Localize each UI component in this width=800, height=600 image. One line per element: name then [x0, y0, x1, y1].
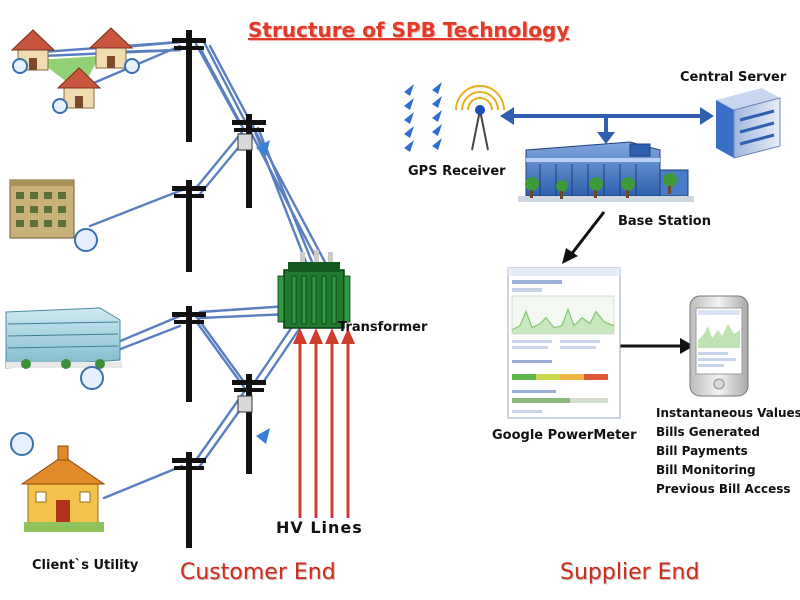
black-arrows: [562, 211, 694, 354]
hv-lines: [293, 328, 355, 518]
house-3: [56, 67, 102, 109]
central-server: [716, 88, 781, 159]
label-hv-lines: HV Lines: [276, 518, 363, 537]
label-clients-utility: Client`s Utility: [32, 558, 139, 573]
feature-item: Instantaneous Values: [656, 406, 800, 420]
meter-icon-house-2: [124, 58, 140, 74]
pole-4: [172, 306, 206, 402]
meter-icon-house-1: [12, 58, 28, 74]
features-list: Instantaneous Values Bills Generated Bil…: [656, 404, 800, 499]
label-google-powermeter: Google PowerMeter: [492, 428, 637, 443]
base-station: [518, 141, 694, 202]
pole-2: [232, 114, 270, 208]
feature-item: Bills Generated: [656, 425, 760, 439]
link-arrows: [500, 107, 714, 144]
feature-item: Bill Monitoring: [656, 463, 756, 477]
distribution-wires: [40, 40, 328, 500]
pole-5: [232, 374, 270, 474]
feature-item: Bill Payments: [656, 444, 748, 458]
meter-icon-house-3: [52, 98, 68, 114]
meter-icon-school: [10, 432, 34, 456]
house-2: [88, 27, 134, 69]
label-customer-end: Customer End: [180, 560, 336, 585]
utility-poles: [172, 30, 270, 548]
pole-1: [172, 30, 206, 142]
gps-receiver-antenna: [455, 85, 505, 151]
gps-satellite-signals: [404, 82, 442, 152]
label-base-station: Base Station: [618, 214, 711, 229]
label-transformer: Transformer: [338, 320, 428, 335]
feature-item: Previous Bill Access: [656, 482, 791, 496]
school-building: [10, 432, 106, 532]
meter-icon-apartment: [74, 228, 98, 252]
label-supplier-end: Supplier End: [560, 560, 700, 585]
diagram-title: Structure of SPB Technology: [248, 18, 570, 42]
pole-3: [172, 180, 206, 272]
transformer: [277, 250, 351, 329]
pole-6: [172, 452, 206, 548]
meter-icon-office: [80, 366, 104, 390]
smartphone: [689, 295, 749, 397]
apartment-building: [9, 179, 98, 252]
label-central-server: Central Server: [680, 70, 787, 85]
houses-cluster: [10, 27, 140, 114]
label-gps-receiver: GPS Receiver: [408, 164, 506, 179]
powermeter-screenshot: [507, 267, 621, 419]
office-building: [5, 307, 122, 390]
